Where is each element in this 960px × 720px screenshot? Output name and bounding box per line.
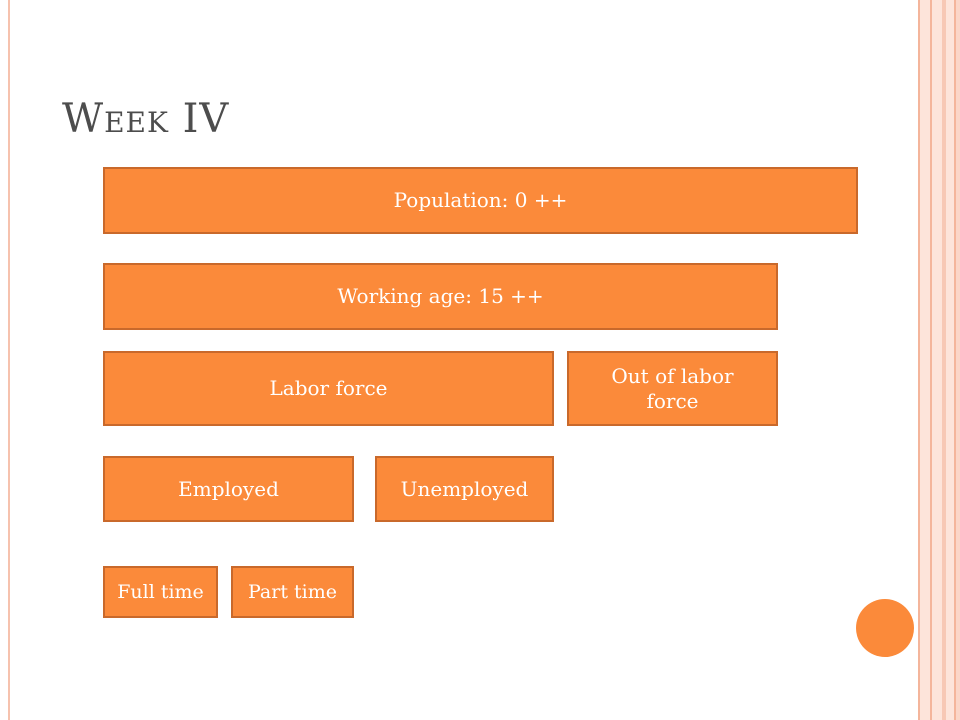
unemployed-label: Unemployed xyxy=(400,476,529,501)
labor-force-label: Labor force xyxy=(269,376,388,400)
slide-frame-right xyxy=(916,0,960,720)
part-time-label: Part time xyxy=(248,580,337,603)
slide-title: Week IV xyxy=(62,96,230,142)
unemployed-box: Unemployed xyxy=(375,456,554,522)
out-of-labor-force-box: Out of labor force xyxy=(567,351,778,426)
working-age-label: Working age: 15 ++ xyxy=(337,284,544,308)
population-label: Population: 0 ++ xyxy=(393,188,568,212)
employed-box: Employed xyxy=(103,456,354,522)
population-box: Population: 0 ++ xyxy=(103,167,858,234)
employed-label: Employed xyxy=(178,476,279,501)
slide-frame-left xyxy=(8,0,10,720)
working-age-box: Working age: 15 ++ xyxy=(103,263,778,330)
out-of-labor-force-label: Out of labor force xyxy=(611,363,734,413)
part-time-box: Part time xyxy=(231,566,354,618)
labor-force-box: Labor force xyxy=(103,351,554,426)
full-time-box: Full time xyxy=(103,566,218,618)
full-time-label: Full time xyxy=(117,580,204,603)
decorative-circle xyxy=(856,599,914,657)
